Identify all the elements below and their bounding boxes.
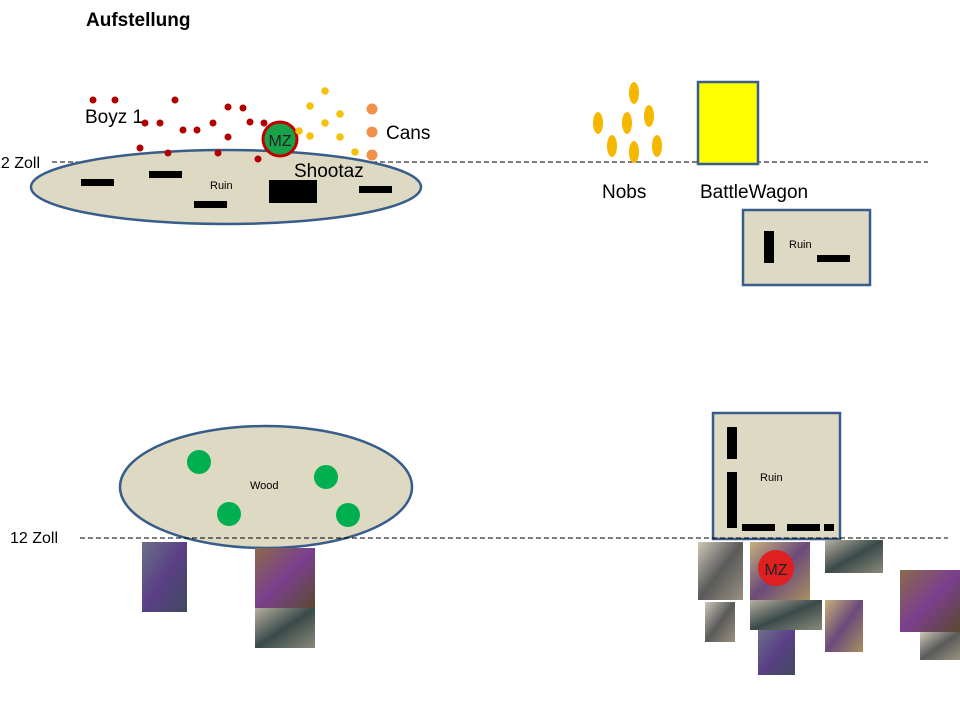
shootaz-unit (295, 87, 359, 156)
cans-unit (366, 103, 378, 161)
nobs-unit (593, 82, 662, 163)
battlewagon-unit (696, 80, 760, 166)
ruin-large-label: Ruin (760, 472, 783, 484)
miniature-photos-right (698, 540, 960, 675)
miniature-photo (750, 600, 822, 630)
mz-top-label: MZ (268, 133, 291, 150)
nobs-label: Nobs (602, 182, 646, 203)
miniature-photo (255, 608, 315, 648)
page-title: Aufstellung (86, 10, 191, 31)
wood-terrain: Wood (118, 424, 414, 550)
tree-icon (187, 450, 211, 474)
battlewagon-label: BattleWagon (700, 182, 808, 203)
ruin-oval-terrain: Ruin (29, 148, 423, 226)
cans-label: Cans (386, 123, 430, 144)
shootaz-label: Shootaz (294, 161, 364, 182)
ruin-small-terrain: Ruin (741, 208, 872, 287)
miniature-photo (255, 548, 315, 608)
wood-label: Wood (250, 480, 279, 492)
ruin-small-label: Ruin (789, 239, 812, 251)
deployment-label-bottom: 12 Zoll (10, 530, 58, 547)
miniature-photo (758, 630, 795, 675)
miniature-photos-left (142, 542, 315, 648)
ruin-oval-label: Ruin (210, 180, 233, 192)
miniature-photo (825, 600, 863, 652)
mz-bottom-label: MZ (764, 562, 787, 579)
miniature-photo (698, 542, 743, 600)
miniature-photo (825, 540, 883, 573)
tree-icon (336, 503, 360, 527)
miniature-photo (920, 632, 960, 660)
tree-icon (217, 502, 241, 526)
boyz-label: Boyz 1 (85, 107, 143, 128)
miniature-photo (705, 602, 735, 642)
boyz-unit (89, 96, 268, 163)
tree-icon (314, 465, 338, 489)
ruin-large-terrain: Ruin (711, 411, 842, 541)
miniature-photo (142, 542, 187, 612)
mz-marker-bottom: MZ (758, 550, 794, 586)
miniature-photo (900, 570, 960, 632)
mz-marker-top: MZ (261, 120, 299, 158)
deployment-label-top: 12 Zoll (0, 155, 40, 172)
